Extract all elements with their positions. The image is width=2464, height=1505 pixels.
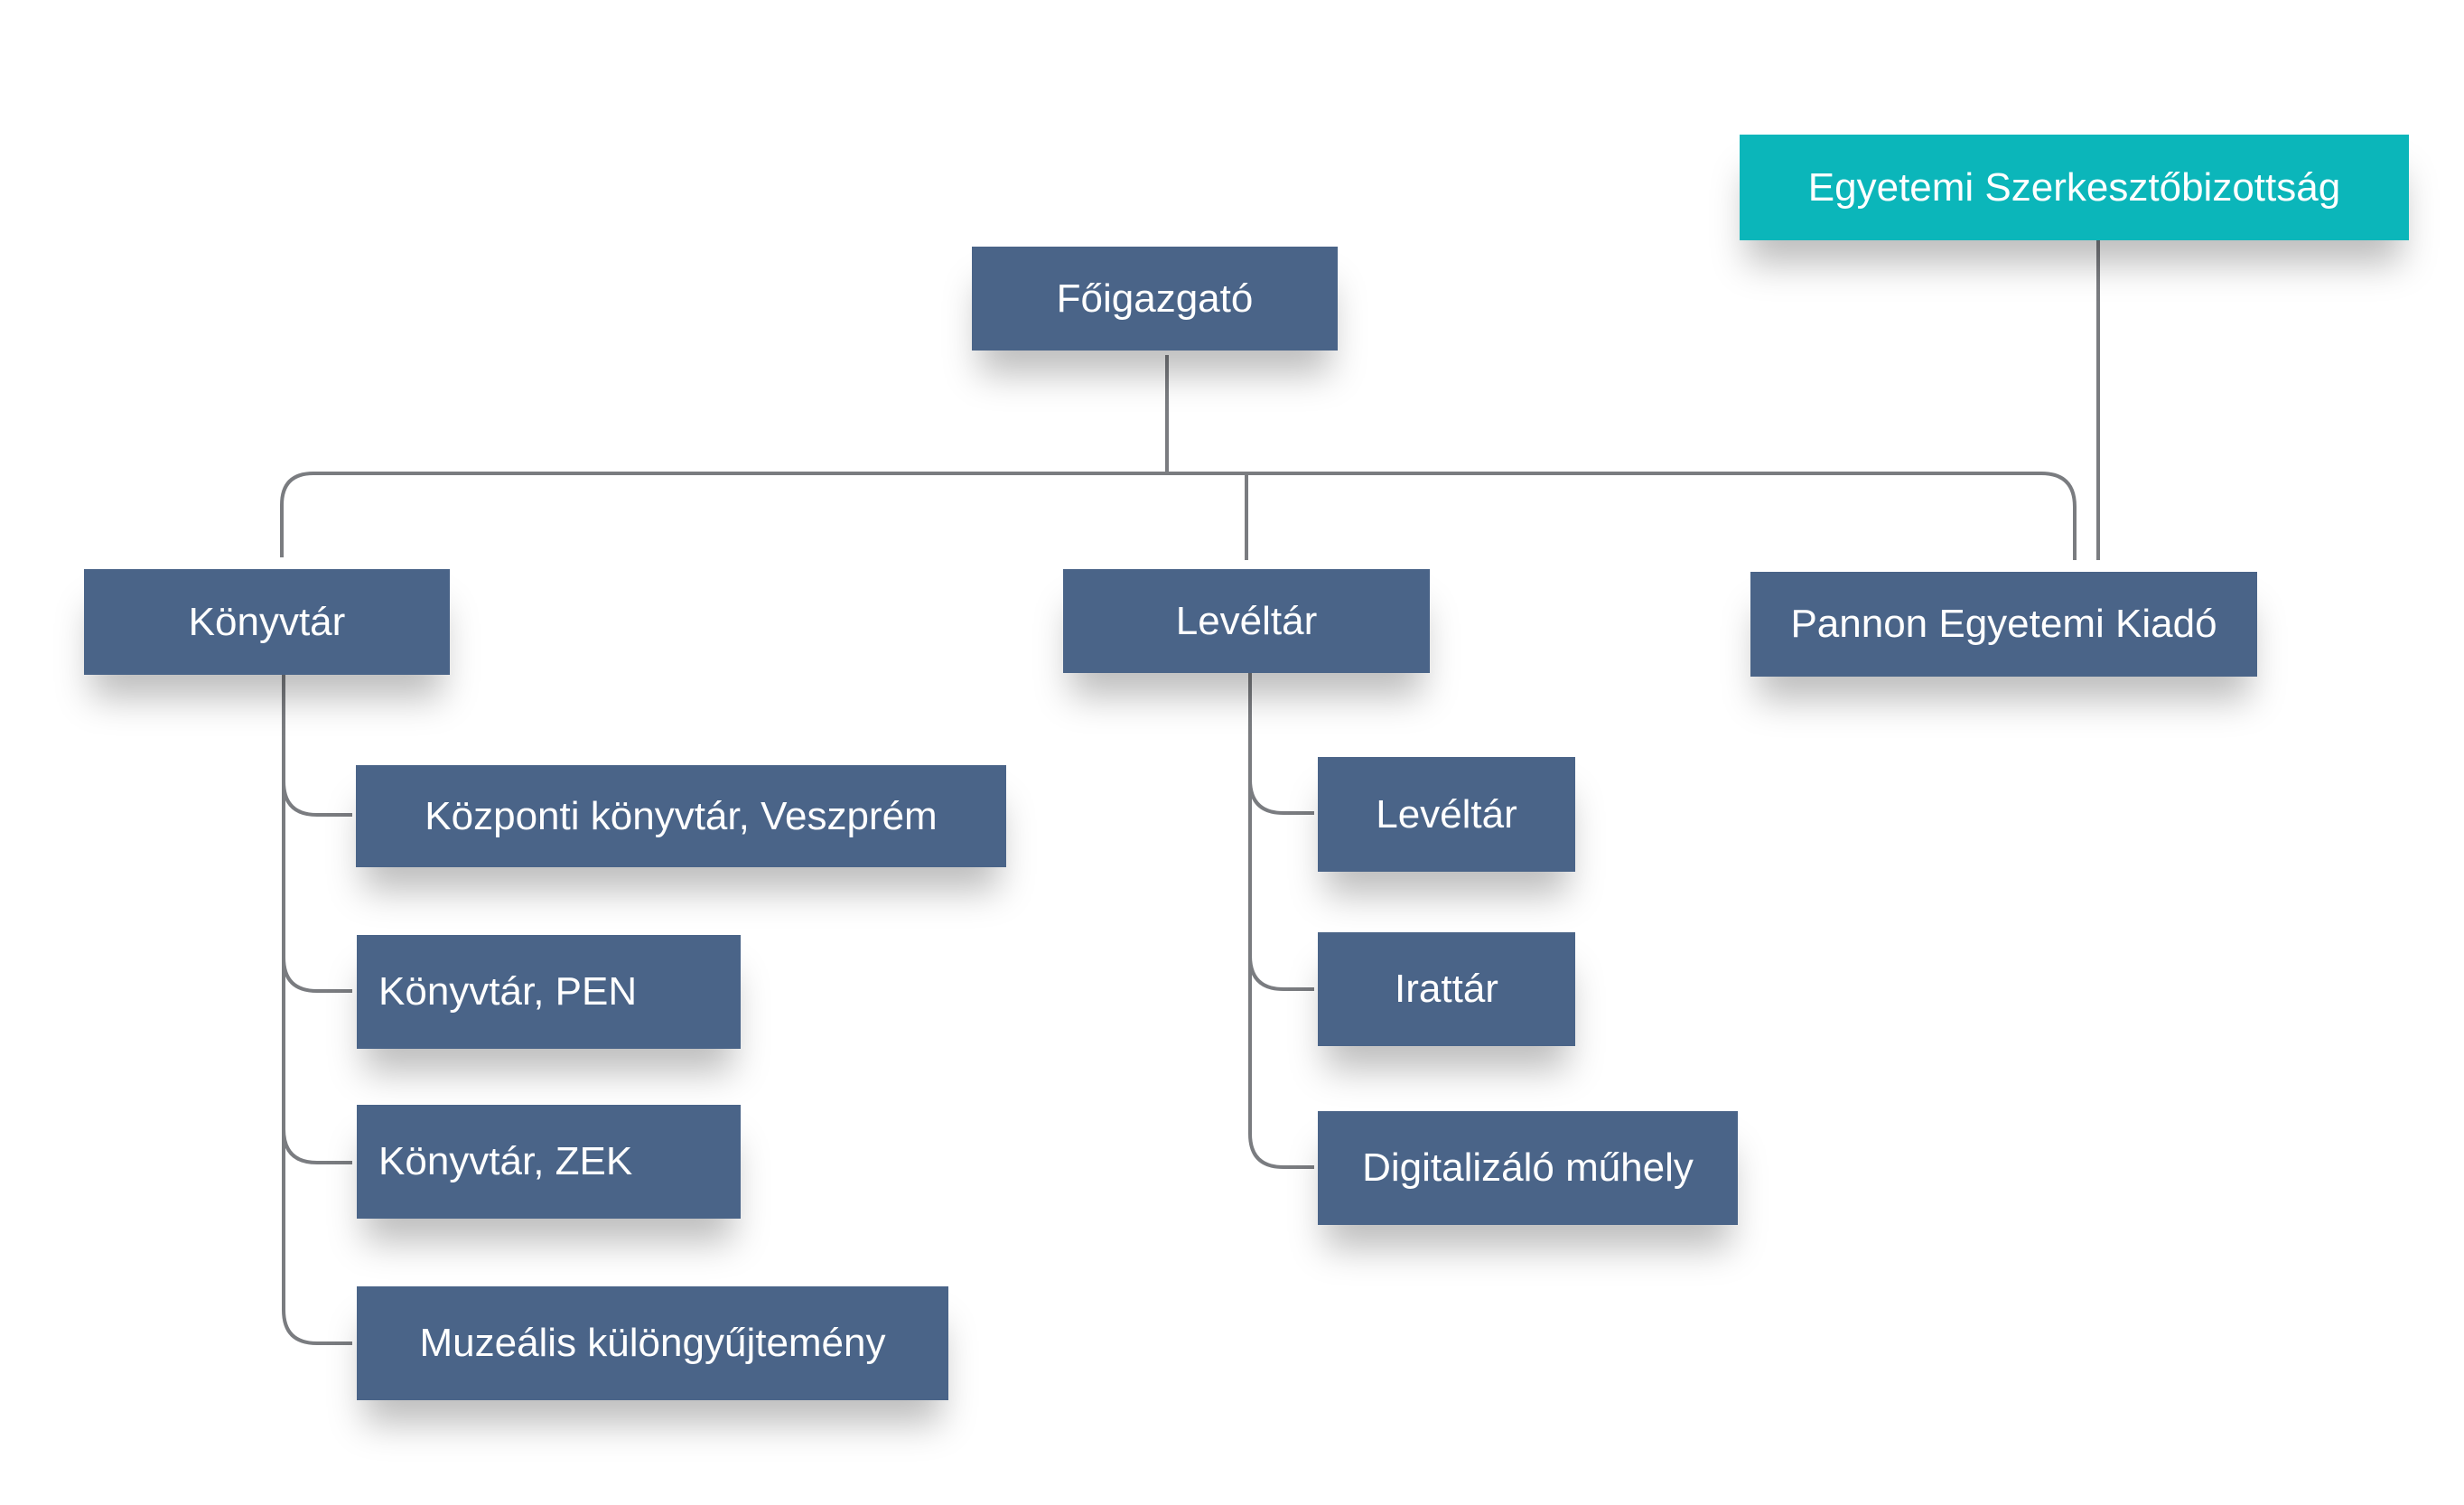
- node-archives: Levéltár: [1063, 569, 1430, 673]
- node-central-library-veszprem: Központi könyvtár, Veszprém: [356, 765, 1006, 867]
- node-label: Levéltár: [1376, 791, 1517, 837]
- connector-leveltar-child-2: [1248, 955, 1314, 991]
- node-archives-sub: Levéltár: [1318, 757, 1575, 872]
- node-university-press: Pannon Egyetemi Kiadó: [1750, 572, 2257, 677]
- node-library-pen: Könyvtár, PEN: [357, 935, 741, 1049]
- connector-konyvtar-child-3: [282, 1128, 352, 1164]
- connector-konyvtar-children: [282, 675, 352, 1345]
- node-label: Könyvtár, ZEK: [378, 1139, 633, 1183]
- node-label: Pannon Egyetemi Kiadó: [1790, 602, 2217, 646]
- node-label: Muzeális különgyűjtemény: [419, 1321, 886, 1365]
- node-label: Főigazgató: [1056, 276, 1254, 321]
- node-label: Egyetemi Szerkesztőbizottság: [1807, 164, 2341, 210]
- node-label: Központi könyvtár, Veszprém: [425, 793, 938, 838]
- node-label: Könyvtár, PEN: [378, 969, 638, 1014]
- node-label: Digitalizáló műhely: [1362, 1145, 1694, 1190]
- connector-konyvtar-child-2: [282, 957, 352, 993]
- connector-leveltar-children: [1248, 673, 1314, 1169]
- connector-konyvtar-child-1: [282, 781, 352, 817]
- node-editorial-board: Egyetemi Szerkesztőbizottság: [1740, 135, 2409, 240]
- node-library: Könyvtár: [84, 569, 450, 675]
- node-museum-special-collection: Muzeális különgyűjtemény: [357, 1286, 948, 1400]
- node-digitization-workshop: Digitalizáló műhely: [1318, 1111, 1738, 1225]
- connector-leveltar-child-1: [1248, 779, 1314, 815]
- connector-root-bus: [280, 472, 2077, 560]
- node-records-office: Irattár: [1318, 932, 1575, 1046]
- node-label: Levéltár: [1175, 598, 1318, 643]
- node-label: Könyvtár: [188, 599, 346, 644]
- node-library-zek: Könyvtár, ZEK: [357, 1105, 741, 1219]
- node-director-general: Főigazgató: [972, 247, 1338, 351]
- node-label: Irattár: [1395, 967, 1498, 1011]
